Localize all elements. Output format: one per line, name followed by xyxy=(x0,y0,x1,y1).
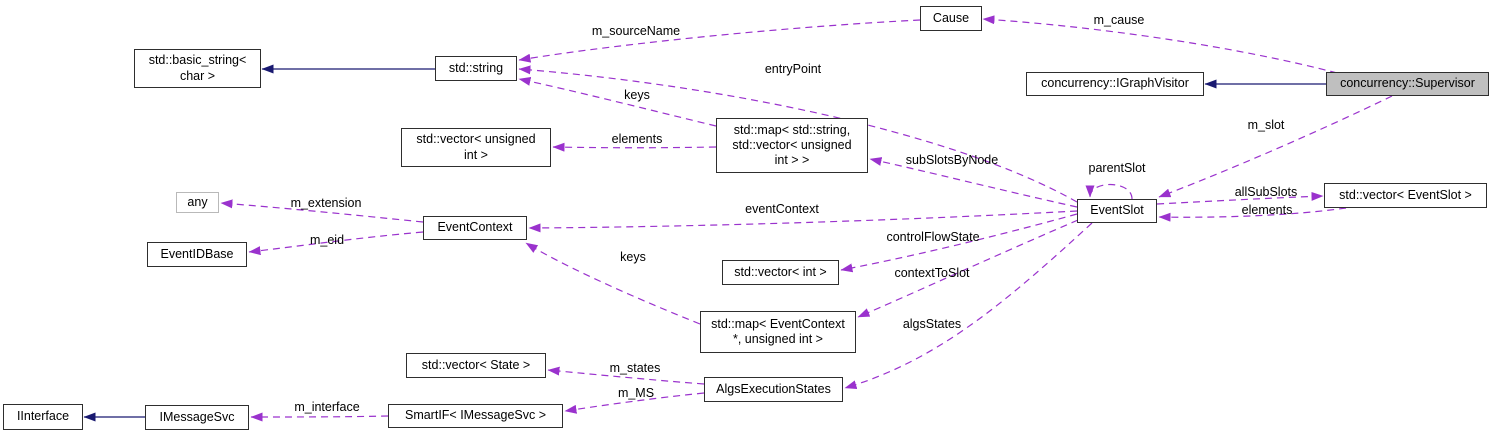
node-smartif-imessagesvc[interactable]: SmartIF< IMessageSvc > xyxy=(388,404,563,428)
node-concurrency-supervisor: concurrency::Supervisor xyxy=(1326,72,1489,96)
edge-keys-map-string xyxy=(518,77,717,127)
edge-label-controlflowstate: controlFlowState xyxy=(886,230,980,244)
edge-m-eid xyxy=(248,231,424,256)
edge-m-sourcename xyxy=(518,19,921,63)
edge-m-states xyxy=(547,366,705,385)
edge-elements-map-vector xyxy=(552,142,717,152)
edge-algsstates xyxy=(844,222,1093,390)
node-any: any xyxy=(176,192,219,213)
edge-m-extension xyxy=(220,199,424,223)
node-std-basic-string[interactable]: std::basic_string< char > xyxy=(134,49,261,88)
edge-label-allsubslots: allSubSlots xyxy=(1234,185,1298,199)
edge-label-entrypoint: entryPoint xyxy=(764,62,822,76)
node-std-string[interactable]: std::string xyxy=(435,56,517,81)
edge-label-m-states: m_states xyxy=(609,361,661,375)
node-eventslot[interactable]: EventSlot xyxy=(1077,199,1157,223)
edge-label-m-cause: m_cause xyxy=(1093,13,1145,27)
edge-label-m-ms: m_MS xyxy=(617,386,655,400)
node-std-map-eventcontext[interactable]: std::map< EventContext *, unsigned int > xyxy=(700,311,856,353)
edge-m-interface xyxy=(250,412,389,422)
edge-label-subslotsbynode: subSlotsByNode xyxy=(905,153,999,167)
edge-label-m-eid: m_eid xyxy=(309,233,345,247)
node-std-vector-int[interactable]: std::vector< int > xyxy=(722,260,839,285)
edge-parentslot-loop xyxy=(1085,183,1133,200)
edge-allsubslots xyxy=(1156,191,1324,205)
edge-label-m-sourcename: m_sourceName xyxy=(591,24,681,38)
edge-subslotsbynode xyxy=(869,157,1078,208)
edge-keys-map-eventcontext xyxy=(525,242,701,325)
node-concurrency-igraphvisitor[interactable]: concurrency::IGraphVisitor xyxy=(1026,72,1204,96)
edge-label-contexttoslot: contextToSlot xyxy=(894,266,970,280)
edge-m-ms xyxy=(564,392,705,414)
edge-label-keys-map-eventcontext: keys xyxy=(620,250,646,264)
edge-label-parentslot: parentSlot xyxy=(1088,161,1146,175)
edge-controlflowstate xyxy=(840,213,1078,273)
edge-label-eventcontext: eventContext xyxy=(745,202,819,216)
edge-label-keys-map-string: keys xyxy=(624,88,650,102)
edge-m-cause xyxy=(982,15,1338,74)
node-eventidbase[interactable]: EventIDBase xyxy=(147,242,247,267)
edge-label-elements-vector-eventslot: elements xyxy=(1241,203,1293,217)
edge-entrypoint xyxy=(518,65,1078,203)
edge-label-m-extension: m_extension xyxy=(290,196,362,210)
node-std-vector-state[interactable]: std::vector< State > xyxy=(406,353,546,378)
node-std-vector-unsigned-int[interactable]: std::vector< unsigned int > xyxy=(401,128,551,167)
edge-label-algsstates: algsStates xyxy=(902,317,962,331)
node-algsexecutionstates[interactable]: AlgsExecutionStates xyxy=(704,377,843,402)
edge-contexttoslot xyxy=(857,219,1079,318)
edge-label-elements-map-vector: elements xyxy=(611,132,663,146)
node-eventcontext[interactable]: EventContext xyxy=(423,216,527,240)
edge-m-slot xyxy=(1158,95,1393,198)
edge-eventcontext xyxy=(528,210,1078,233)
node-std-map-string-vector[interactable]: std::map< std::string, std::vector< unsi… xyxy=(716,118,868,173)
node-cause[interactable]: Cause xyxy=(920,6,982,31)
node-iinterface[interactable]: IInterface xyxy=(3,404,83,430)
node-std-vector-eventslot[interactable]: std::vector< EventSlot > xyxy=(1324,183,1487,208)
edge-label-m-slot: m_slot xyxy=(1247,118,1285,132)
edge-label-m-interface: m_interface xyxy=(294,400,360,414)
node-imessagesvc[interactable]: IMessageSvc xyxy=(145,405,249,430)
